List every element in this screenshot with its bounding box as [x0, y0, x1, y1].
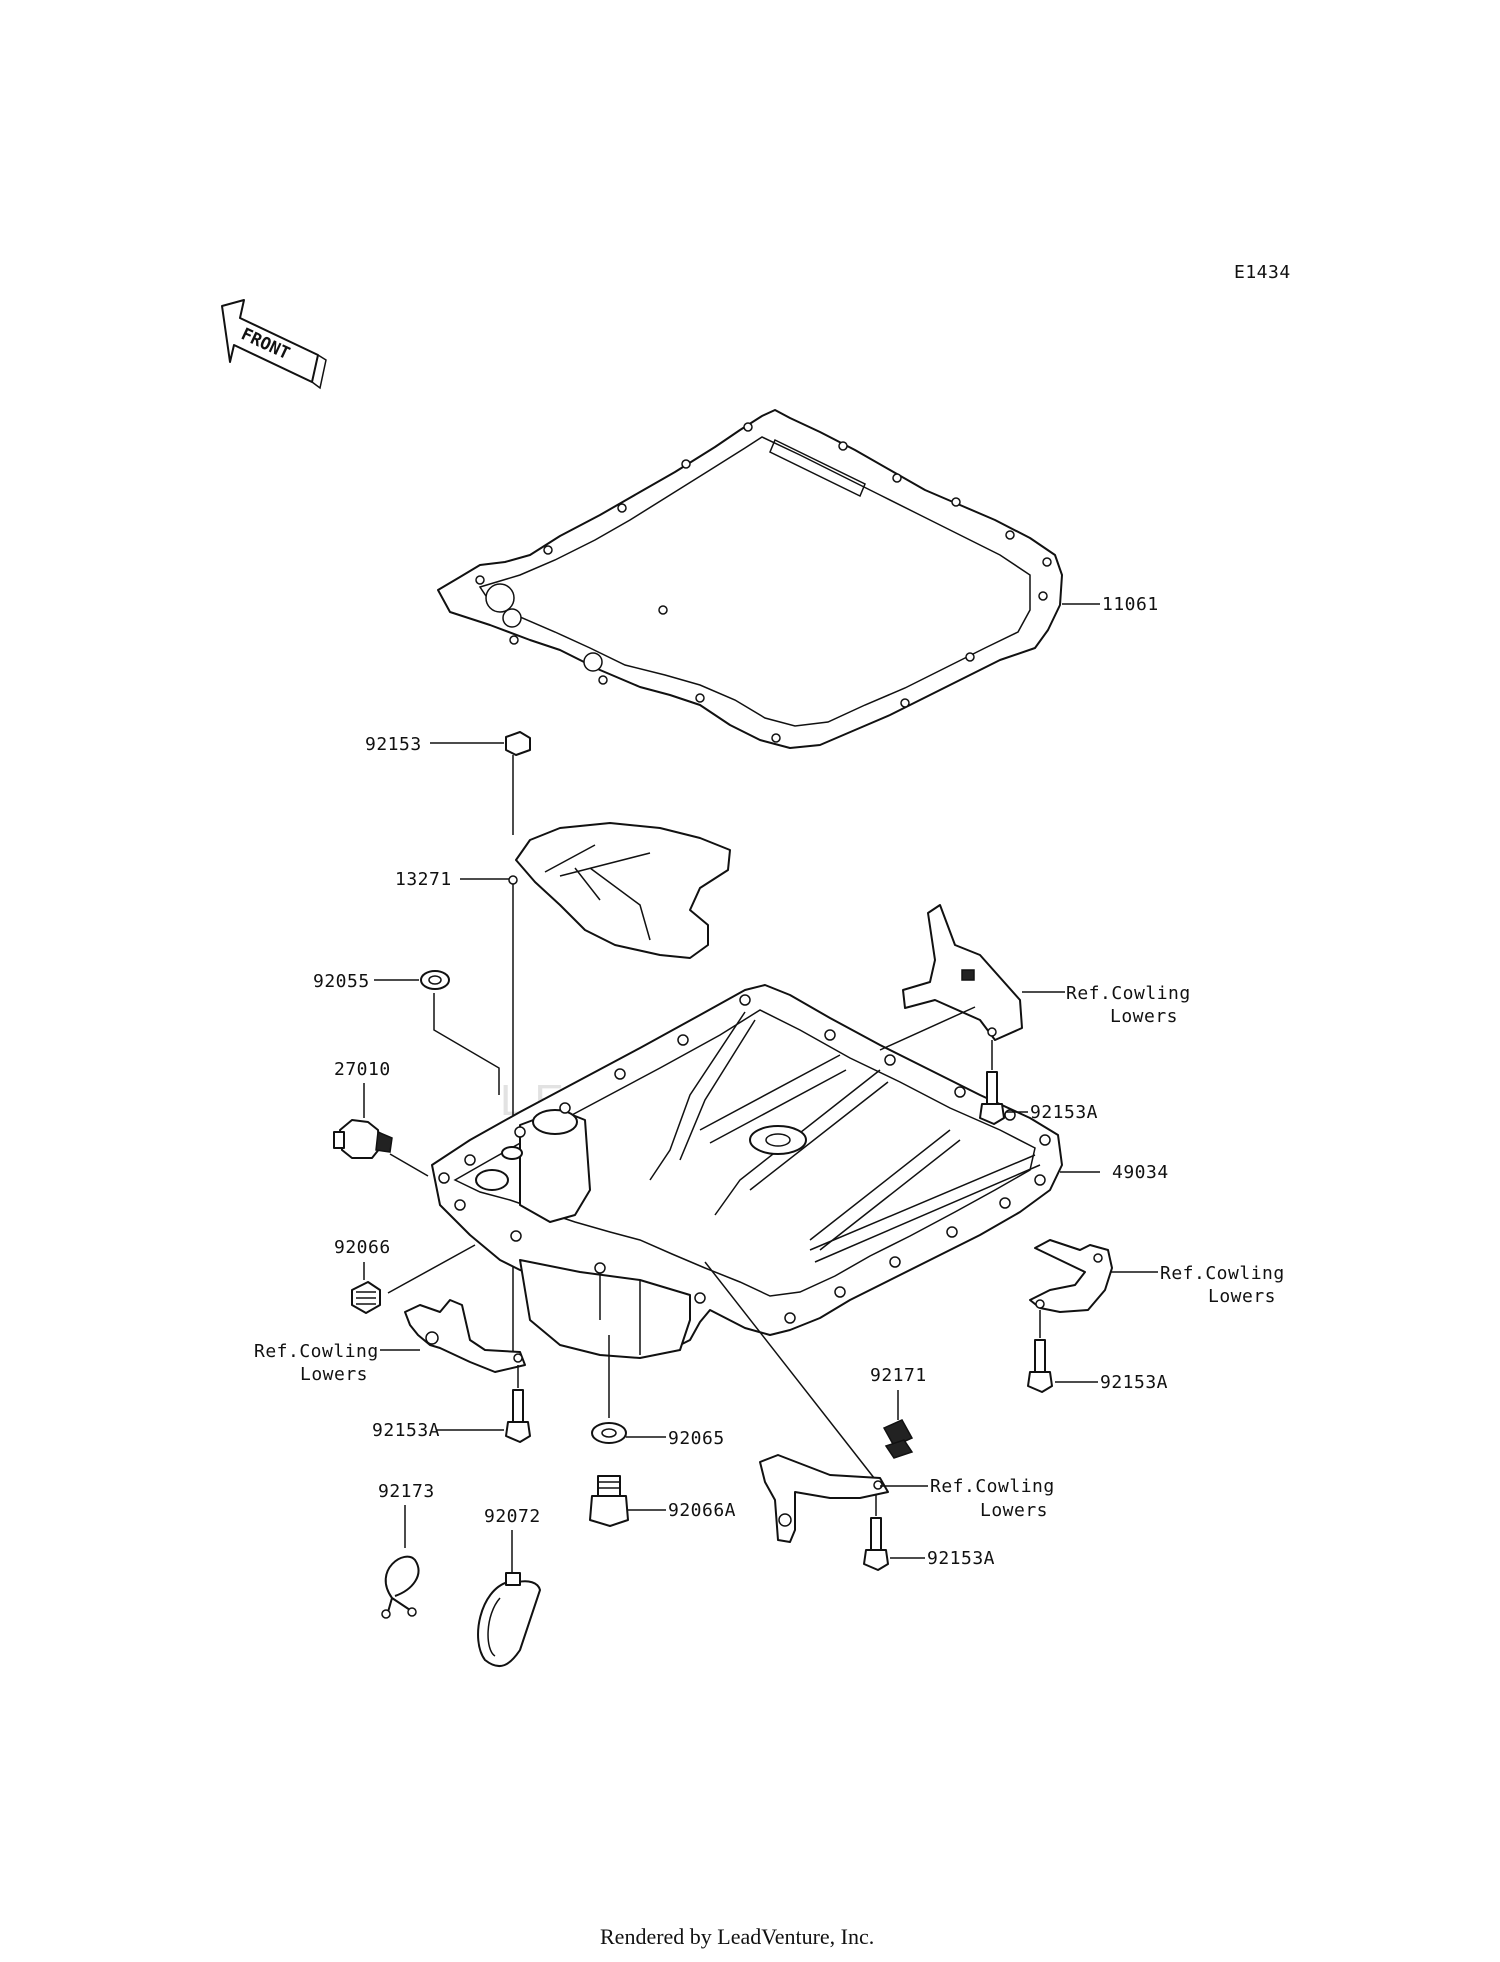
part-92153-label: 92153	[365, 734, 422, 755]
part-92153a-label-1: 92153A	[1030, 1102, 1098, 1123]
washer-92055	[420, 970, 450, 990]
drain-plug-92066a	[589, 1475, 629, 1527]
part-49034-label: 49034	[1112, 1162, 1169, 1183]
ref-3-line1: Ref.Cowling	[254, 1341, 379, 1362]
part-92171-label: 92171	[870, 1365, 927, 1386]
bolt-92153a-2	[1027, 1310, 1053, 1393]
bolt-92153a-3	[505, 1365, 531, 1443]
part-92173-label: 92173	[378, 1481, 435, 1502]
ref-2-line1: Ref.Cowling	[1160, 1263, 1285, 1284]
part-92065-label: 92065	[668, 1428, 725, 1449]
ref-4-line2: Lowers	[980, 1500, 1048, 1521]
bracket-left	[404, 1299, 526, 1373]
diagram-code: E1434	[1234, 262, 1291, 283]
part-27010-label: 27010	[334, 1059, 391, 1080]
oil-pressure-switch-27010	[333, 1119, 393, 1159]
bracket-upper-right	[902, 904, 1023, 1041]
part-92153a-label-4: 92153A	[927, 1548, 995, 1569]
band-92072	[477, 1572, 541, 1668]
bracket-right	[1029, 1239, 1113, 1313]
washer-92065	[591, 1422, 627, 1444]
part-11061-label: 11061	[1102, 594, 1159, 615]
bolt-92153a-4	[863, 1495, 889, 1571]
footer-credit: Rendered by LeadVenture, Inc.	[600, 1924, 874, 1949]
ref-1-line1: Ref.Cowling	[1066, 983, 1191, 1004]
bracket-lower	[759, 1454, 889, 1543]
front-arrow-icon: FRONT	[221, 299, 327, 390]
part-92066-label: 92066	[334, 1237, 391, 1258]
oil-pan-49034	[431, 984, 1063, 1359]
oil-pan-gasket	[437, 409, 1063, 749]
part-92072-label: 92072	[484, 1506, 541, 1527]
bolt-92153	[505, 731, 531, 835]
ref-1-line2: Lowers	[1110, 1006, 1178, 1027]
part-13271-label: 13271	[395, 869, 452, 890]
clamp-92173	[381, 1555, 420, 1619]
part-92055-label: 92055	[313, 971, 370, 992]
part-92153a-label-2: 92153A	[1100, 1372, 1168, 1393]
ref-4-line1: Ref.Cowling	[930, 1476, 1055, 1497]
part-92153a-label-3: 92153A	[372, 1420, 440, 1441]
bolt-92153a-1	[979, 1040, 1005, 1125]
part-92066a-label: 92066A	[668, 1500, 736, 1521]
ref-2-line2: Lowers	[1208, 1286, 1276, 1307]
ref-3-line2: Lowers	[300, 1364, 368, 1385]
plug-92066	[351, 1281, 381, 1314]
clip-92171	[882, 1419, 914, 1459]
